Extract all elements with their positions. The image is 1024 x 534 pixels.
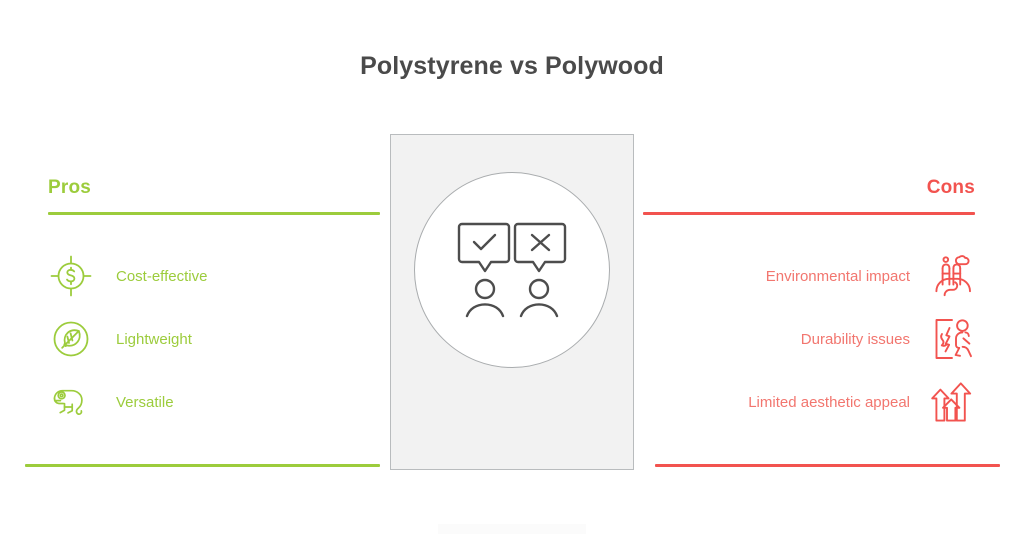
feather-circle-icon	[48, 316, 94, 362]
two-people-approve-reject-icon	[456, 219, 568, 321]
cons-item-label: Limited aesthetic appeal	[748, 393, 910, 411]
up-arrows-icon	[930, 379, 976, 425]
bottom-strip	[438, 524, 586, 534]
cons-item-durability-issues[interactable]: Durability issues	[801, 316, 976, 362]
pros-heading: Pros	[48, 177, 92, 198]
pros-top-divider	[48, 212, 380, 215]
cons-bottom-divider	[655, 464, 1000, 467]
pros-item-label: Versatile	[116, 393, 174, 411]
cons-top-divider	[643, 212, 975, 215]
pros-item-versatile[interactable]: Versatile	[48, 379, 174, 425]
pros-item-label: Lightweight	[116, 330, 192, 348]
cons-item-environmental-impact[interactable]: Environmental impact	[766, 253, 976, 299]
dollar-target-icon	[48, 253, 94, 299]
center-illustration-panel	[390, 134, 634, 470]
cons-item-limited-aesthetic-appeal[interactable]: Limited aesthetic appeal	[748, 379, 976, 425]
cons-item-label: Environmental impact	[765, 267, 910, 285]
pros-bottom-divider	[25, 464, 380, 467]
pros-item-label: Cost-effective	[116, 267, 208, 285]
cons-item-label: Durability issues	[800, 330, 910, 348]
pros-item-lightweight[interactable]: Lightweight	[48, 316, 192, 362]
chameleon-icon	[48, 379, 94, 425]
cons-heading: Cons	[926, 177, 975, 198]
page-title: Polystyrene vs Polywood	[360, 52, 664, 80]
pros-item-cost-effective[interactable]: Cost-effective	[48, 253, 207, 299]
factory-pollution-icon	[930, 253, 976, 299]
broken-wall-person-icon	[930, 316, 976, 362]
center-circle	[414, 172, 610, 368]
